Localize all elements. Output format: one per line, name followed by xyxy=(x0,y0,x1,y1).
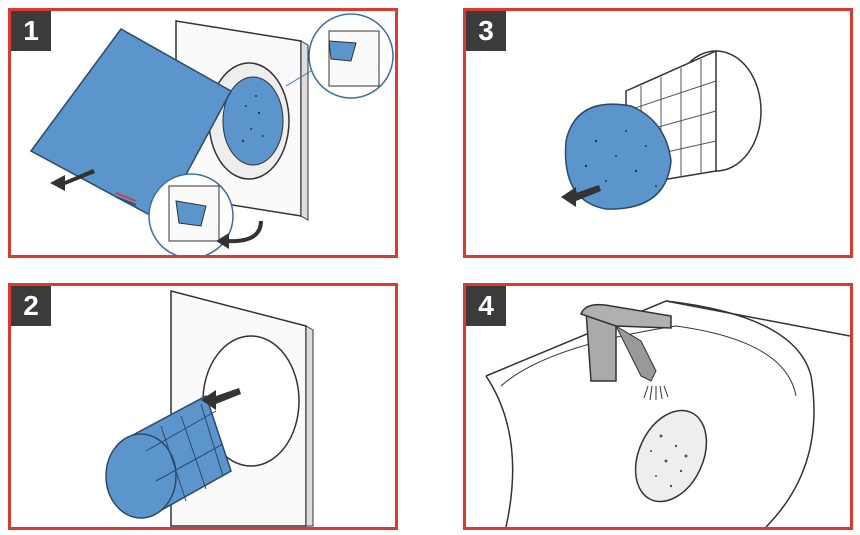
step-2-illustration xyxy=(105,290,314,527)
step-3-illustration xyxy=(561,49,762,210)
arrow-icon xyxy=(201,388,241,410)
step-4-illustration xyxy=(485,300,850,527)
step-1-illustration xyxy=(29,13,394,255)
step-panel-1: 1 xyxy=(8,8,398,258)
step-number-badge: 3 xyxy=(466,11,506,51)
clip-zoom-icon xyxy=(148,173,234,255)
curved-arrow-icon xyxy=(216,220,263,249)
step-number-badge: 4 xyxy=(466,286,506,326)
clip-zoom-icon xyxy=(285,13,394,99)
water-spray-icon xyxy=(643,385,669,401)
step-number-badge: 1 xyxy=(11,11,51,51)
step-panel-2: 2 xyxy=(8,283,398,530)
step-panel-3: 3 xyxy=(463,8,853,258)
step-number-badge: 2 xyxy=(11,286,51,326)
step-panel-4: 4 xyxy=(463,283,853,530)
arrow-icon xyxy=(561,185,601,207)
arrow-icon xyxy=(50,169,95,191)
